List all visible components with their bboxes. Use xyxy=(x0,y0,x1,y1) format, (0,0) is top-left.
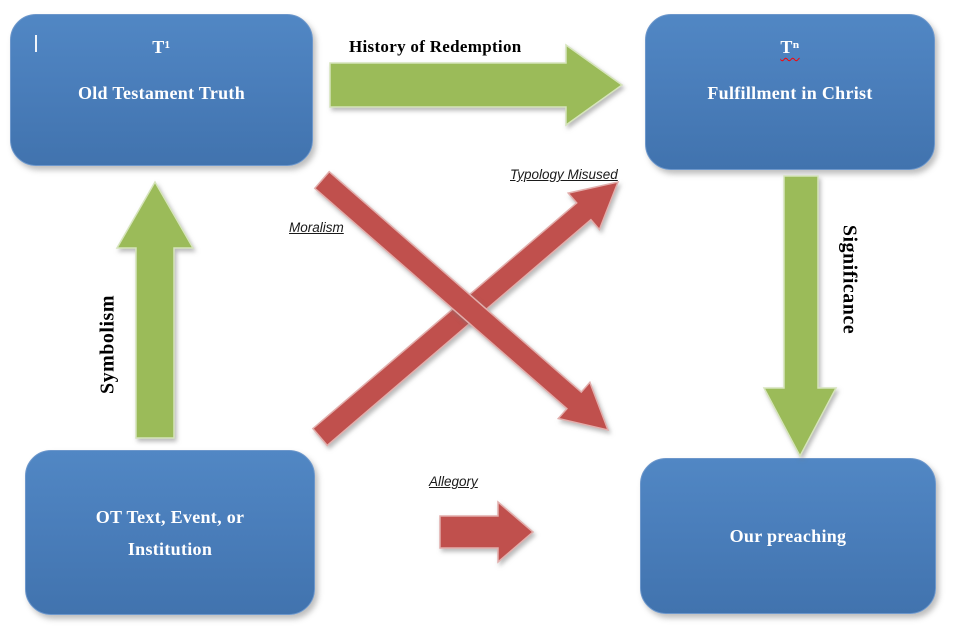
typology-misused-arrow xyxy=(311,180,620,447)
ot-truth-label: Old Testament Truth xyxy=(77,83,246,103)
history-of-redemption-arrow xyxy=(329,43,624,127)
symbolism-arrow xyxy=(115,180,195,439)
box-old-testament-truth: T¹ Old Testament Truth xyxy=(10,14,313,166)
symbolism-label: Symbolism xyxy=(96,295,119,394)
history-of-redemption-label: History of Redemption xyxy=(349,37,522,56)
allegory-label: Allegory xyxy=(429,474,478,489)
ot-truth-symbol: T¹ xyxy=(152,37,171,57)
fulfillment-symbol: Tⁿ xyxy=(780,37,800,57)
box-fulfillment-in-christ: Tⁿ Fulfillment in Christ xyxy=(645,14,935,170)
box-ot-text-event-institution: OT Text, Event, or Institution xyxy=(25,450,315,615)
typology-misused-label: Typology Misused xyxy=(510,167,618,182)
ot-text-label: OT Text, Event, or Institution xyxy=(95,506,245,559)
significance-arrow xyxy=(762,175,838,458)
box-our-preaching: Our preaching xyxy=(640,458,936,614)
fulfillment-label: Fulfillment in Christ xyxy=(707,83,873,103)
preaching-label: Our preaching xyxy=(729,526,847,546)
moralism-label: Moralism xyxy=(289,220,344,235)
text-cursor xyxy=(35,35,37,52)
allegory-arrow xyxy=(439,500,535,564)
significance-label: Significance xyxy=(838,224,861,335)
moralism-arrow xyxy=(313,170,610,432)
